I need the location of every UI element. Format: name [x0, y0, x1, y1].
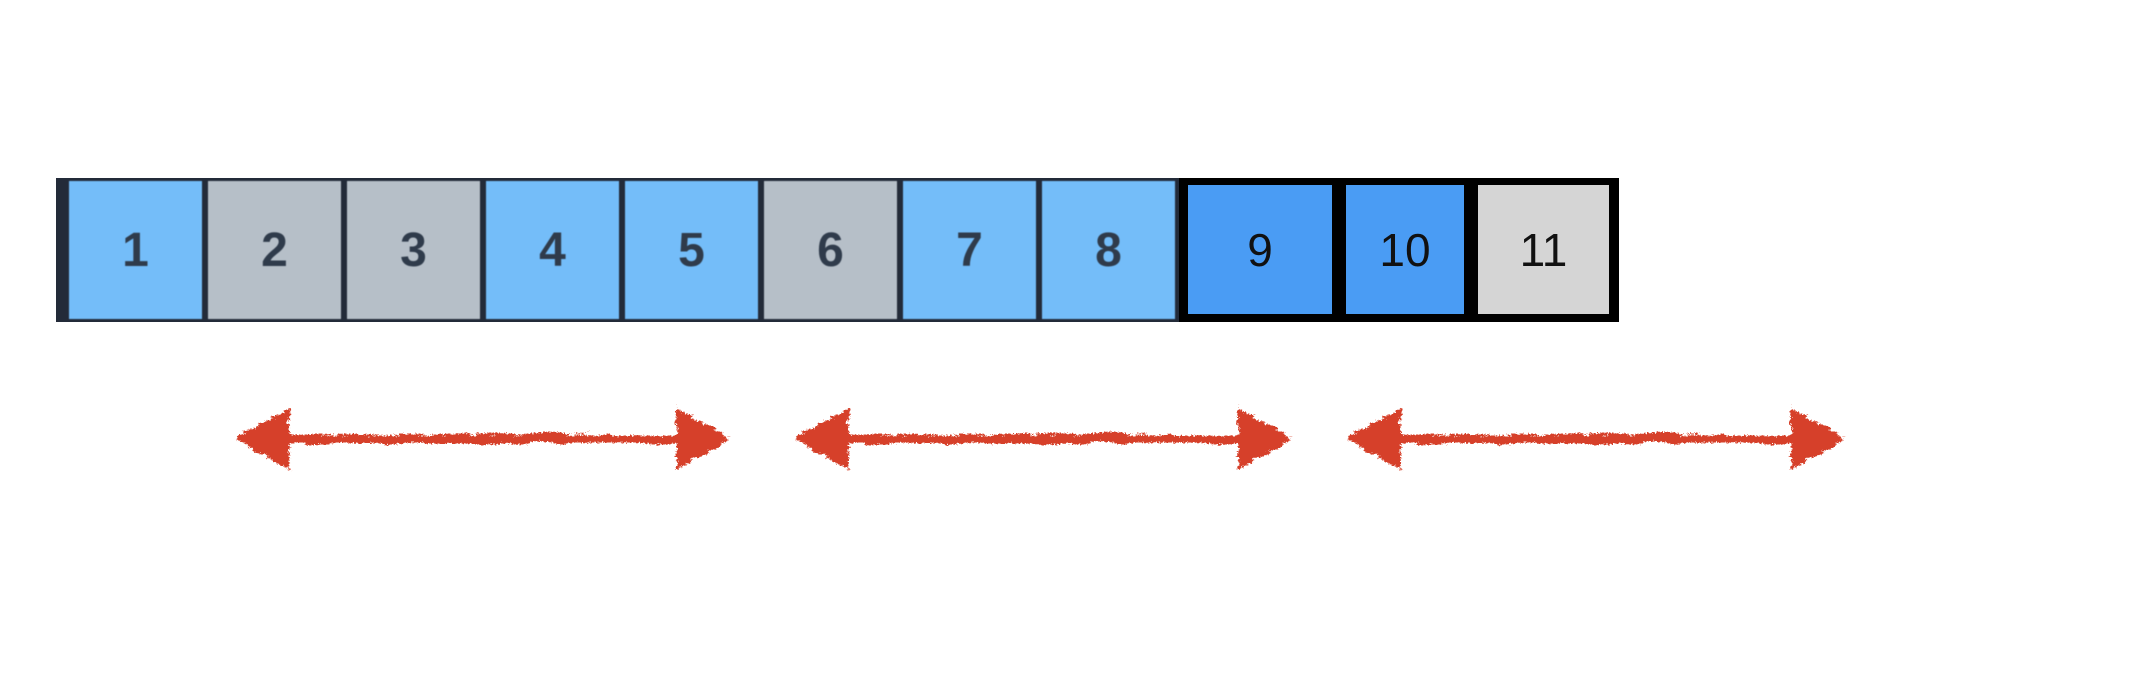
array-cell-9: 9	[1188, 185, 1332, 314]
array-cell-4: 4	[486, 181, 619, 319]
array-cell-8: 8	[1042, 181, 1175, 319]
double-arrow-icon	[791, 406, 1292, 468]
double-arrow-icon	[1343, 406, 1845, 468]
array-cell-1: 1	[69, 181, 202, 319]
array-cell-2: 2	[208, 181, 341, 319]
array-cell-6: 6	[764, 181, 897, 319]
array-cell-5: 5	[625, 181, 758, 319]
array-section-black: 9 10 11	[1179, 178, 1619, 322]
array-cell-10: 10	[1346, 185, 1464, 314]
array-cell-11: 11	[1478, 185, 1609, 314]
array-strip: 1 2 3 4 5 6 7 8 9 10 11	[56, 178, 1619, 322]
double-arrow-icon	[232, 406, 730, 468]
array-cell-3: 3	[347, 181, 480, 319]
array-section-navy: 1 2 3 4 5 6 7 8	[56, 178, 1179, 322]
array-cell-7: 7	[903, 181, 1036, 319]
